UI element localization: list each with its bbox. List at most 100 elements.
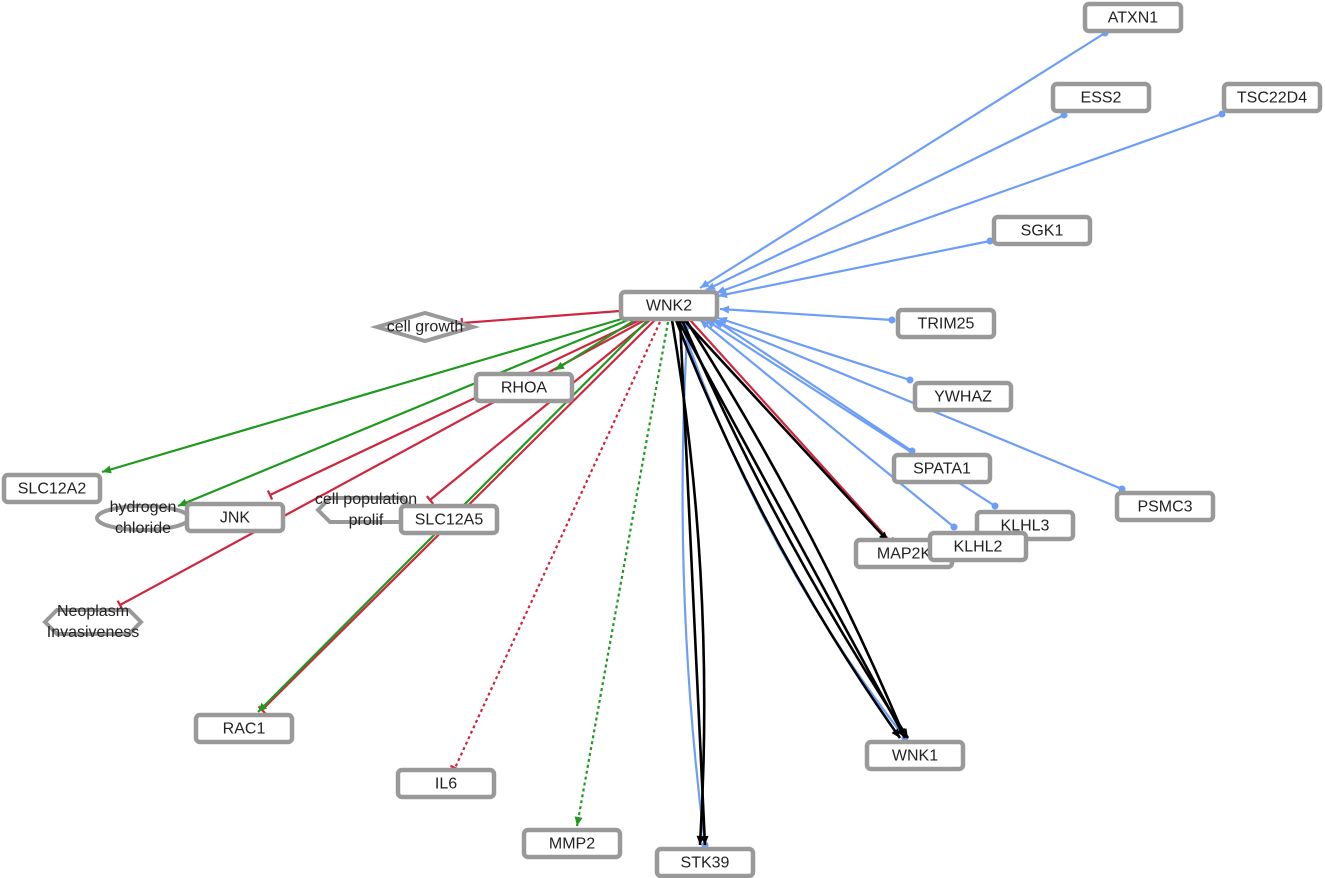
node-box xyxy=(1114,490,1216,523)
binding-dot-icon xyxy=(1218,110,1226,118)
node-label: MMP2 xyxy=(549,836,595,853)
edge-klhl2-wnk2 xyxy=(699,319,955,528)
edge-wnk2-cell-growth xyxy=(461,309,621,325)
arrowhead-icon xyxy=(720,305,730,314)
node-rhoa[interactable]: RHOA xyxy=(473,371,575,404)
node-label: Neoplasm xyxy=(57,603,129,620)
node-box xyxy=(1221,81,1323,114)
node-wnk2[interactable]: WNK2 xyxy=(618,289,720,322)
node-shape xyxy=(42,608,144,636)
edge-spata1-wnk2 xyxy=(714,319,913,452)
edge-tsc22d4-wnk2 xyxy=(715,112,1223,295)
node-trim25[interactable]: TRIM25 xyxy=(895,307,997,340)
edge-wnk2-wnk1 xyxy=(674,319,902,739)
edge-ess2-wnk2 xyxy=(705,114,1065,291)
binding-dot-icon xyxy=(991,502,999,510)
node-label: RHOA xyxy=(501,380,548,397)
edge-wnk2-mmp2 xyxy=(575,321,670,827)
edge-wnk2-wnk1 xyxy=(676,319,907,739)
arrowhead-icon xyxy=(716,286,726,294)
node-tsc22d4[interactable]: TSC22D4 xyxy=(1221,81,1323,114)
arrowhead-icon xyxy=(102,465,112,474)
node-label: cell population xyxy=(315,491,417,508)
edge-wnk2-rhoa xyxy=(554,319,636,371)
edge-wnk2-wnk1 xyxy=(680,319,910,739)
node-mmp2[interactable]: MMP2 xyxy=(521,827,623,860)
edge-wnk2-jnk xyxy=(269,319,641,496)
node-label: SGK1 xyxy=(1021,223,1064,240)
node-label: cell growth xyxy=(387,319,463,336)
node-sgk1[interactable]: SGK1 xyxy=(991,214,1093,247)
edge-wnk2-stk39 xyxy=(670,319,706,846)
node-slc12a5[interactable]: SLC12A5 xyxy=(398,503,500,536)
node-label: KLHL2 xyxy=(954,539,1003,556)
node-box xyxy=(1082,1,1184,34)
arrowhead-icon xyxy=(706,320,716,329)
node-label: MAP2K xyxy=(877,546,932,563)
node-label: RAC1 xyxy=(223,721,266,738)
node-label: hydrogen xyxy=(110,499,177,516)
inhibition-bar-icon xyxy=(425,495,435,505)
node-label: WNK2 xyxy=(646,298,692,315)
node-box xyxy=(927,530,1029,563)
node-box xyxy=(654,846,756,878)
node-ess2[interactable]: ESS2 xyxy=(1050,81,1152,114)
node-box xyxy=(864,739,966,772)
arrowhead-icon xyxy=(178,498,188,507)
node-jnk[interactable]: JNK xyxy=(184,501,286,534)
node-stk39[interactable]: STK39 xyxy=(654,846,756,878)
node-spata1[interactable]: SPATA1 xyxy=(891,452,993,485)
edge-wnk2-wnk1 xyxy=(684,319,907,739)
node-label: SLC12A5 xyxy=(415,512,484,529)
node-label: ATXN1 xyxy=(1108,10,1158,27)
node-wnk1[interactable]: WNK1 xyxy=(864,739,966,772)
arrowhead-icon xyxy=(718,290,728,299)
arrowhead-icon xyxy=(555,361,565,370)
node-klhl2[interactable]: KLHL2 xyxy=(927,530,1029,563)
arrowhead-icon xyxy=(718,316,728,325)
arrowhead-icon xyxy=(706,282,716,290)
edge-wnk2-stk39 xyxy=(678,319,707,846)
edge-wnk2-slc12a2 xyxy=(101,316,626,474)
node-box xyxy=(398,503,500,536)
node-box xyxy=(891,452,993,485)
node-label: WNK1 xyxy=(892,748,938,765)
node-box xyxy=(395,767,497,800)
edge-wnk2-cell-prolif xyxy=(429,319,651,501)
node-box xyxy=(193,712,295,745)
node-psmc3[interactable]: PSMC3 xyxy=(1114,490,1216,523)
node-ywhaz[interactable]: YWHAZ xyxy=(912,380,1014,413)
node-il6[interactable]: IL6 xyxy=(395,767,497,800)
node-cell-growth[interactable]: cell growth xyxy=(369,310,481,344)
inhibition-bar-icon xyxy=(266,490,274,500)
node-label: SPATA1 xyxy=(913,461,971,478)
binding-dot-icon xyxy=(888,316,896,324)
node-label: Invasiveness xyxy=(47,624,140,641)
arrowhead-icon xyxy=(700,320,710,329)
node-label: STK39 xyxy=(681,855,730,872)
edge-wnk2-map2k xyxy=(689,319,891,542)
edge-wnk2-hydrogen-chloride xyxy=(177,318,629,508)
node-box xyxy=(1,472,103,505)
arrowhead-icon xyxy=(700,835,709,845)
edge-trim25-wnk2 xyxy=(719,307,893,322)
edge-wnk2-il6 xyxy=(454,321,661,769)
node-label: TRIM25 xyxy=(918,316,975,333)
edge-ywhaz-wnk2 xyxy=(717,316,911,382)
node-atxn1[interactable]: ATXN1 xyxy=(1082,1,1184,34)
arrowhead-icon xyxy=(891,728,900,738)
binding-dot-icon xyxy=(950,523,958,531)
node-label: ESS2 xyxy=(1081,90,1122,107)
arrowhead-icon xyxy=(700,279,710,288)
node-box xyxy=(473,371,575,404)
node-rac1[interactable]: RAC1 xyxy=(193,712,295,745)
node-label: KLHL3 xyxy=(1001,518,1050,535)
node-slc12a2[interactable]: SLC12A2 xyxy=(1,472,103,505)
node-box xyxy=(1050,81,1152,114)
node-label: TSC22D4 xyxy=(1237,90,1307,107)
